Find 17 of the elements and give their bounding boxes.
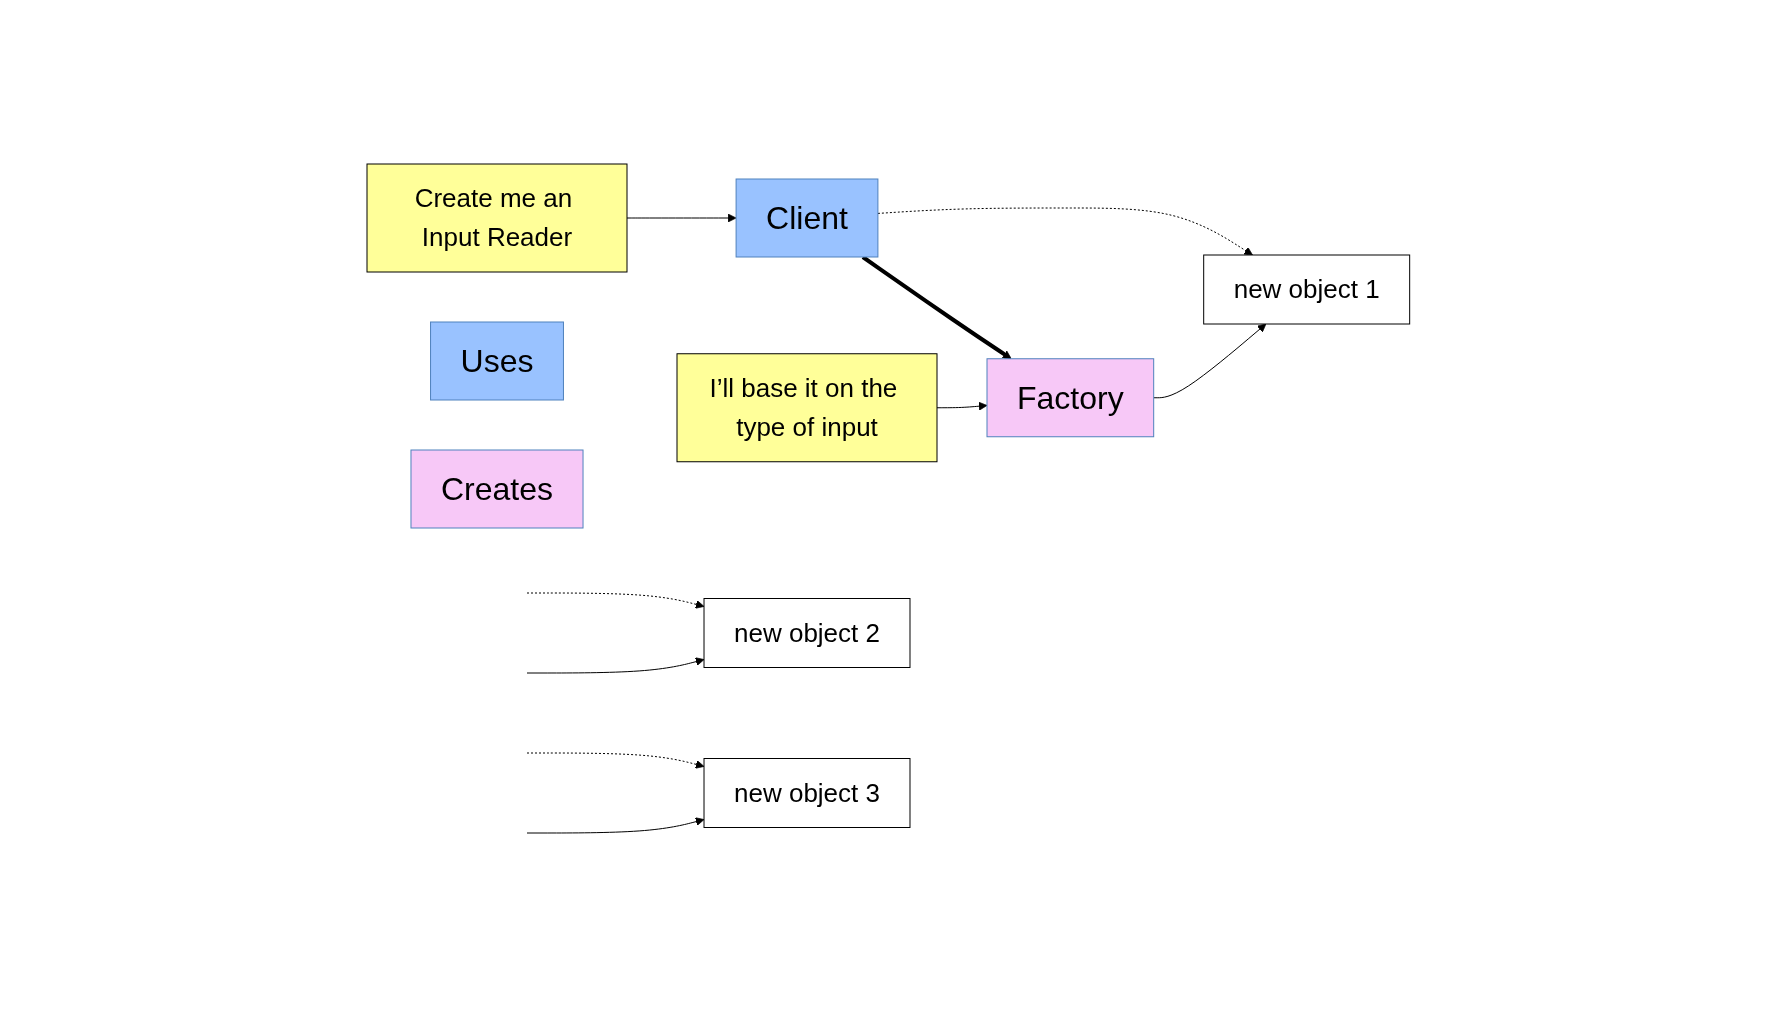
node-box: new object 1 xyxy=(1202,254,1410,324)
arrow xyxy=(936,401,988,411)
node-box: Uses xyxy=(429,321,564,400)
node-box: I’ll base it on the type of input xyxy=(676,352,938,462)
arrow xyxy=(526,656,705,673)
node-box: new object 3 xyxy=(703,757,911,828)
arrow xyxy=(1152,323,1266,398)
arrow xyxy=(526,592,705,609)
arrow xyxy=(626,213,737,222)
arrow xyxy=(526,816,705,833)
node-box: new object 2 xyxy=(703,597,911,668)
node-box: Create me an Input Reader xyxy=(366,163,628,272)
node-box: Factory xyxy=(986,357,1154,437)
arrow xyxy=(526,752,705,769)
node-box: Creates xyxy=(410,449,584,528)
arrow xyxy=(877,207,1253,255)
node-box: Client xyxy=(735,178,879,257)
